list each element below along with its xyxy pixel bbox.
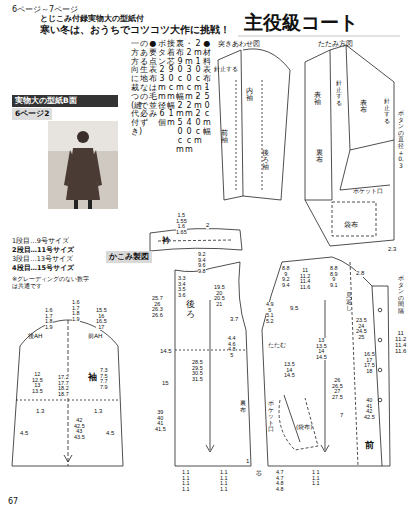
label-text: 前AH bbox=[88, 333, 103, 340]
dimension-stack: 1.1 1.1 1.1 1.1 bbox=[182, 470, 190, 492]
vertical-text: ポケット口 bbox=[268, 400, 274, 433]
vertical-text: 見返し bbox=[346, 292, 352, 312]
dimension-number: 3.7 bbox=[230, 316, 238, 323]
vertical-text: 後ろ bbox=[186, 300, 195, 320]
dimension-stack: 13.5 14 14.5 bbox=[284, 362, 295, 379]
vertical-text: 表布 bbox=[360, 100, 367, 114]
vertical-text: ●材料 表布150cm幅 bbox=[203, 40, 211, 137]
vertical-text: 針止する bbox=[336, 80, 342, 106]
dimension-stack: 7.3 7.5 7.7 7.9 bbox=[100, 368, 108, 390]
dimension-stack: 8.8 8.9 9 9.1 bbox=[330, 266, 338, 288]
label-text: (袋布) bbox=[296, 424, 313, 431]
label-text: とじこみ付録実物大の型紙付 bbox=[40, 15, 144, 24]
vertical-text: ボタンの間隔 bbox=[398, 275, 404, 315]
dimension-stack: 1.1 1.1 1.1 1.1 bbox=[220, 470, 228, 492]
band-text: 実物大の型紙B面 bbox=[15, 96, 115, 106]
dimension-stack: 1.6 1.7 1.8 1.9 bbox=[72, 300, 80, 322]
label-text: 袋布 bbox=[344, 222, 358, 229]
dimension-stack: 40 41 42 42.5 bbox=[364, 398, 375, 420]
label-text: 衿 bbox=[162, 236, 170, 245]
dimension-number: 4.5 bbox=[20, 430, 28, 437]
dimension-stack: 3.3 3.4 3.5 3.6 bbox=[178, 276, 186, 298]
vertical-text: のある生地なので必ず bbox=[140, 40, 148, 128]
vertical-text: 裏布 bbox=[240, 400, 246, 413]
vertical-text: ・2m30cm・2m40cm bbox=[185, 40, 193, 154]
dimension-number: 15 bbox=[162, 380, 169, 387]
dimension-number: 1.3 bbox=[36, 408, 44, 415]
vertical-text: 後ろ袖 bbox=[262, 150, 269, 171]
label-text: たたむ bbox=[268, 342, 286, 349]
dimension-number: 9.5 bbox=[290, 305, 298, 312]
vertical-text: 一方方向に裁つ(縫代付き) bbox=[131, 40, 139, 137]
dimension-number: 4.5 bbox=[106, 430, 114, 437]
label-text: 4段目…15号サイズ bbox=[12, 265, 74, 272]
dimension-stack: 1.5 1.55 1.6 1.65 bbox=[176, 213, 187, 235]
vertical-text: ボタンの直径+0.3 bbox=[398, 110, 404, 169]
vertical-text: 接着芯90cm幅1m bbox=[167, 40, 175, 128]
dimension-number: 2.3 bbox=[388, 246, 396, 253]
dimension-stack: 17.2 17.7 18.2 18.7 bbox=[58, 375, 69, 397]
dimension-stack: 1.6 1.7 1.8 1.9 bbox=[45, 308, 53, 330]
dimension-number: 1.3 bbox=[94, 408, 102, 415]
label-text: 突きあわせ図 bbox=[218, 40, 260, 48]
title-band: 6ページ2 bbox=[12, 108, 52, 120]
dimension-stack: 12 12.5 13 13.5 bbox=[32, 372, 43, 394]
label-text: 後AH bbox=[28, 333, 43, 340]
dimension-stack: 11 11.2 11.4 11.6 bbox=[300, 268, 310, 290]
vertical-text: 前袖 bbox=[221, 130, 228, 144]
dimension-number: 2 bbox=[206, 222, 209, 229]
dimension-stack: 4.9 5 5.1 5.2 bbox=[266, 302, 274, 324]
label-text: 2段目…11号サイズ bbox=[12, 247, 74, 254]
label-text: 袖 bbox=[88, 372, 97, 382]
band-text: かこみ製図 bbox=[109, 252, 149, 262]
title-band: かこみ製図 bbox=[106, 251, 152, 263]
dimension-number: 1 bbox=[246, 458, 249, 465]
label-text: 針止する bbox=[214, 66, 238, 73]
vertical-text: 表袖 bbox=[314, 92, 321, 106]
dimension-stack: 13 13.5 14 14.5 bbox=[316, 338, 327, 360]
vertical-text: 内袖 bbox=[246, 88, 253, 102]
vertical-text: 2m10cm・2m20cm bbox=[194, 40, 202, 146]
dimension-stack: 28.5 29.5 30.5 31.5 bbox=[192, 360, 203, 382]
page-title: 主役級コート bbox=[244, 12, 358, 34]
label-text: 寒い冬は、おうちでコツコツ大作に挑戦！ bbox=[40, 25, 230, 36]
vertical-text: 針止する bbox=[384, 98, 390, 124]
dimension-stack: 11 11.2 11.4 11.6 bbox=[395, 330, 406, 354]
band-text: 6ページ2 bbox=[15, 109, 49, 119]
label-text: 67 bbox=[8, 497, 18, 506]
label-text: 芯 bbox=[256, 470, 262, 477]
dimension-stack: 42 42.5 43 43.5 bbox=[74, 418, 85, 440]
label-text: 前 bbox=[365, 440, 374, 450]
dimension-stack: 25.7 26 26.3 26.6 bbox=[152, 296, 163, 318]
dimension-stack: 8.8 9 9.2 9.4 bbox=[282, 266, 290, 288]
label-text: 6ページ～7ページ bbox=[12, 5, 78, 14]
dimension-number: 7 bbox=[340, 412, 343, 419]
dimension-stack: 39 40 41 41.5 bbox=[155, 410, 166, 432]
vertical-text: 裏布 bbox=[316, 150, 323, 164]
dimension-stack: 4.7 4.7 4.8 4.8 bbox=[276, 470, 284, 492]
vertical-text: 裏布90cm幅2m50cm bbox=[176, 40, 184, 154]
dimension-number: 2.8 bbox=[356, 270, 364, 277]
dimension-stack: 1 1 1.1 1.1 bbox=[312, 470, 320, 487]
dimension-stack: 19.5 20 20.5 21 bbox=[214, 285, 225, 307]
dimension-number: 14.5 bbox=[160, 348, 172, 355]
label-text: 3段目…13号サイズ bbox=[12, 256, 73, 263]
label-text: 1段目…9号サイズ bbox=[12, 238, 69, 245]
dimension-stack: 23.5 24 24.5 25 bbox=[356, 318, 367, 340]
dimension-stack: 26 26.5 27 27.5 bbox=[332, 378, 343, 400]
dimension-stack: 4.4 4.6 4.8 5 bbox=[228, 336, 236, 358]
note-text: ※グレーディングのない数字は共通です bbox=[12, 275, 94, 289]
label-text: たたみ方図 bbox=[318, 40, 353, 48]
label-text: ポケット口 bbox=[353, 188, 383, 195]
vertical-text: ボタン23mm径6個 bbox=[158, 40, 166, 128]
dimension-stack: 15.5 16 16.5 17 bbox=[96, 308, 107, 330]
dimension-stack: 9.2 9.4 9.6 9.8 bbox=[198, 252, 206, 274]
vertical-text: ●要点 表布は毛並み bbox=[149, 40, 157, 119]
dimension-stack: 16.5 17 17.5 18 bbox=[364, 352, 375, 374]
title-band: 実物大の型紙B面 bbox=[12, 95, 118, 107]
